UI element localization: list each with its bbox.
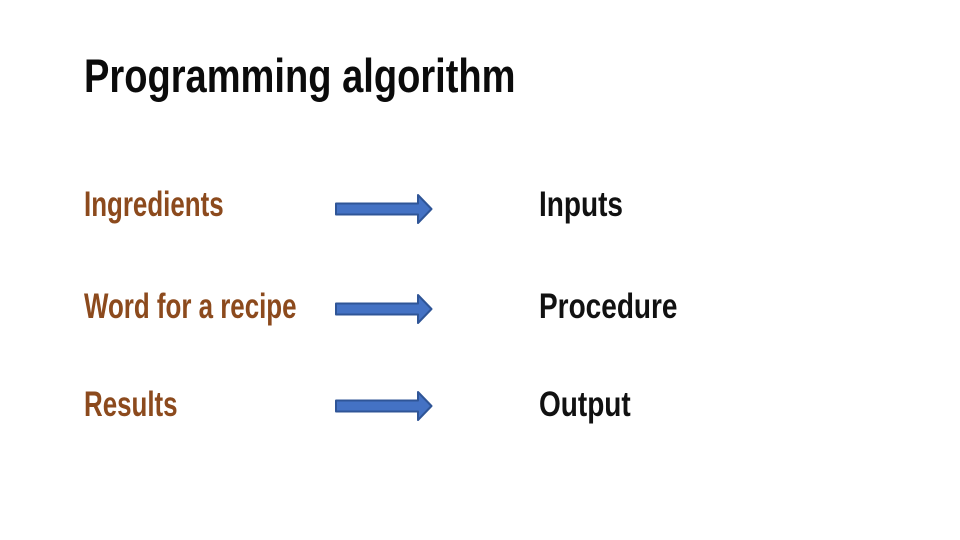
- right-arrow-icon: [335, 391, 433, 421]
- right-term-label: Procedure: [539, 287, 678, 326]
- right-arrow-icon: [335, 294, 433, 324]
- left-term-label: Word for a recipe: [84, 287, 297, 326]
- left-term-label: Results: [84, 385, 178, 424]
- slide-title: Programming algorithm: [84, 49, 516, 102]
- right-arrow-icon: [335, 194, 433, 224]
- left-term-label: Ingredients: [84, 185, 224, 224]
- right-term-label: Output: [539, 385, 631, 424]
- right-term-label: Inputs: [539, 185, 623, 224]
